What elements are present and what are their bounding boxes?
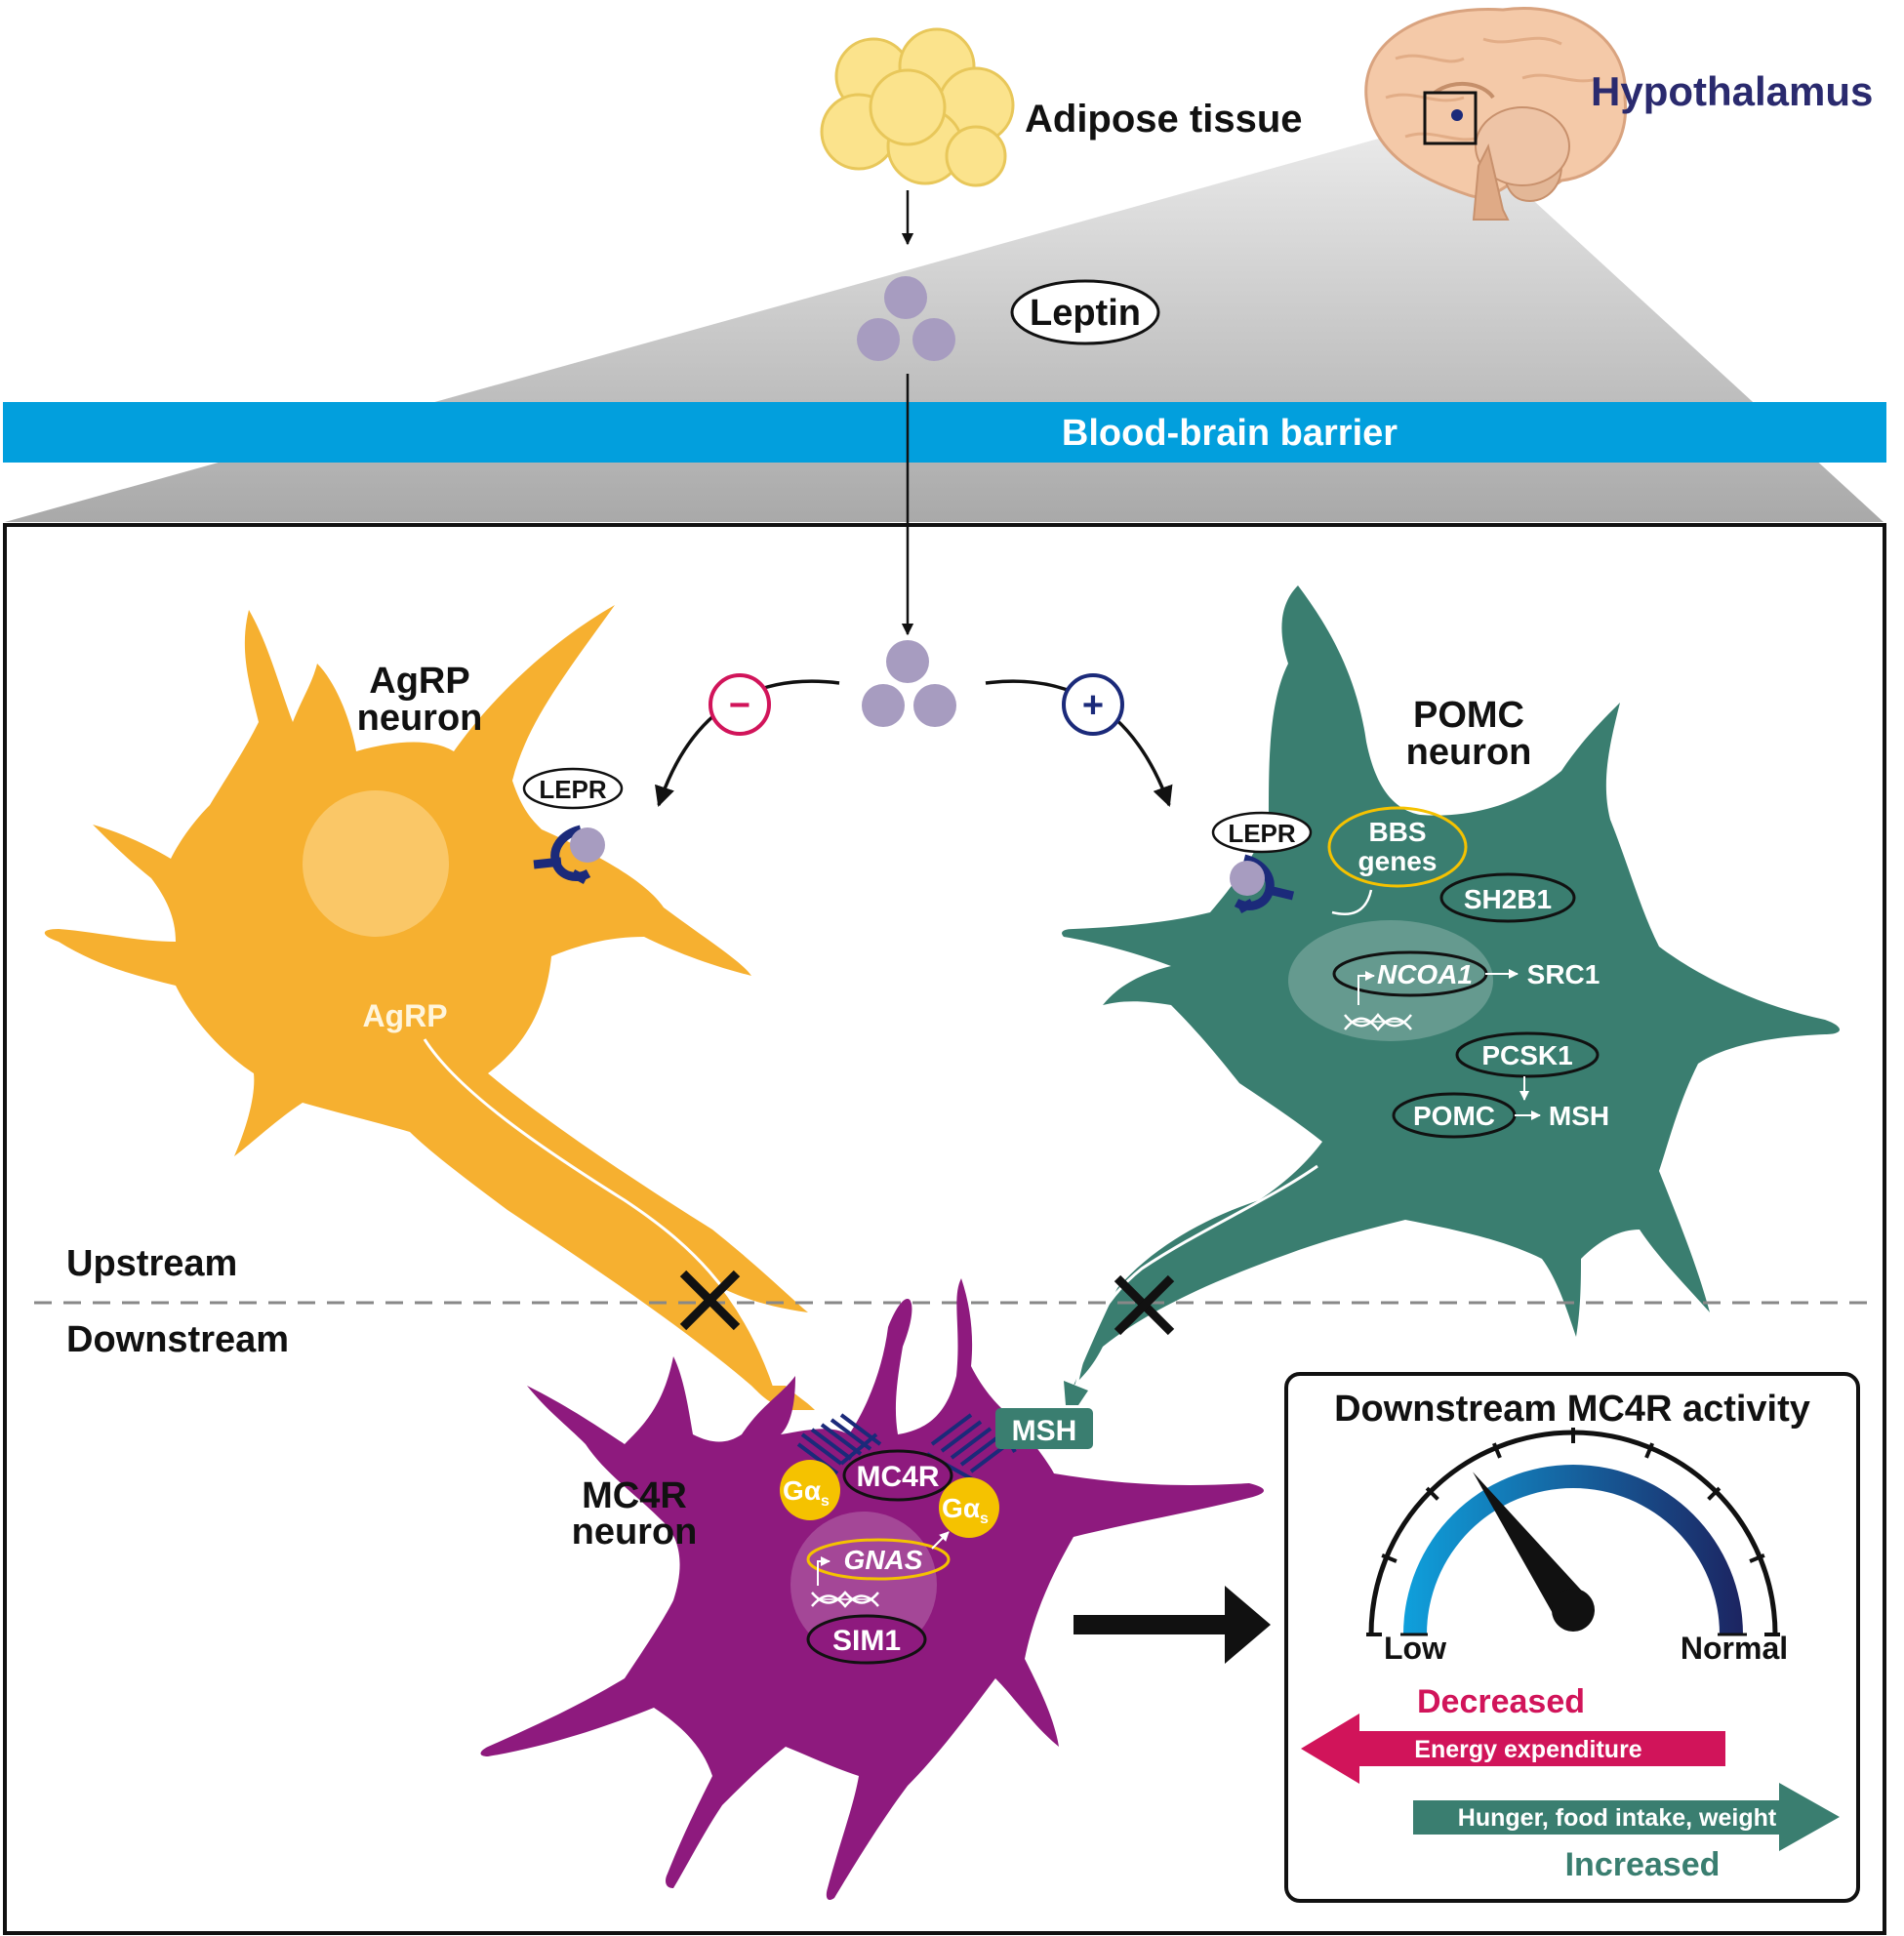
downstream-label: Downstream: [66, 1319, 289, 1360]
pomc-axon-terminal: [1064, 1381, 1088, 1405]
pomc-gene-label: POMC: [1413, 1101, 1495, 1131]
msh-tag-label: MSH: [1012, 1415, 1077, 1447]
pomc-neuron-title-line2: neuron: [1406, 732, 1532, 773]
agrp-product-label: AgRP: [362, 998, 447, 1033]
pomc-axon-highlight: [1074, 1164, 1318, 1392]
leptin-label: Leptin: [1030, 293, 1141, 334]
hunger-intake-weight-label: Hunger, food intake, weight: [1458, 1804, 1777, 1832]
gauge-ticks: [1366, 1428, 1780, 1636]
agrp-neuron-nucleus: [303, 790, 449, 937]
mc4r-neuron-title-line2: neuron: [572, 1512, 698, 1553]
pomc-neuron-nucleus: [1288, 920, 1493, 1041]
gauge-tick: [1425, 1486, 1439, 1501]
leptin-molecule-brain: [862, 640, 956, 727]
ncoa1-transcription-arrow: [1357, 971, 1375, 1005]
pomc-lepr-oval: [1211, 811, 1313, 854]
gnas-oval: [806, 1538, 951, 1581]
pomc-neuron-title-line1: POMC: [1413, 695, 1524, 736]
gauge-color-band: [1403, 1465, 1743, 1634]
decreased-label: Decreased: [1417, 1683, 1585, 1720]
gauge-tick: [1381, 1553, 1398, 1563]
gauge-needle-hub: [1552, 1589, 1595, 1632]
sh2b1-label: SH2B1: [1464, 884, 1552, 914]
gauge-low-label: Low: [1384, 1631, 1446, 1666]
mc4r-neuron-body: [480, 1278, 1264, 1900]
hunger-intake-weight-arrow: [1413, 1783, 1840, 1851]
msh-tag-box: [995, 1408, 1093, 1449]
inhibit-symbol: [709, 673, 771, 736]
upstream-label: Upstream: [66, 1243, 237, 1284]
mc4r-neuron-title-line1: MC4R: [582, 1475, 687, 1516]
adipose-tissue-label: Adipose tissue: [1025, 98, 1303, 141]
increased-label: Increased: [1565, 1846, 1721, 1883]
agrp-neuron-body: [44, 605, 808, 1405]
agrp-axon-highlight: [423, 1038, 778, 1392]
gauge-normal-label: Normal: [1681, 1631, 1788, 1666]
agrp-lepr-oval: [522, 767, 624, 810]
hypothalamus-selection-box: [1423, 91, 1478, 145]
bbs-curved-arrow: [1331, 889, 1373, 915]
gauge-tick: [1749, 1553, 1765, 1563]
gnas-label: GNAS: [844, 1545, 923, 1575]
mc4r-activity-panel-title: Downstream MC4R activity: [1334, 1389, 1810, 1430]
gnas-to-galpha-arrow: [931, 1531, 950, 1550]
energy-expenditure-arrow: [1301, 1714, 1725, 1784]
mc4r-dna-icon: [811, 1591, 879, 1608]
agrp-lepr-receptor-icon: [533, 825, 591, 884]
gauge-tick: [1707, 1486, 1722, 1501]
galpha-s-right-label: Gαs: [942, 1493, 989, 1527]
pcsk1-oval: [1455, 1031, 1600, 1078]
agrp-neuron-title-line1: AgRP: [369, 661, 469, 702]
pomc-lepr-leptin-bound: [1230, 861, 1265, 896]
stimulate-sign: +: [1082, 685, 1104, 726]
galpha-s-right-icon: [939, 1477, 999, 1538]
msh-label: MSH: [1549, 1101, 1609, 1131]
agrp-lepr-label: LEPR: [539, 775, 607, 804]
galpha-s-left-label: Gαs: [783, 1475, 830, 1510]
bbs-genes-label-line2: genes: [1358, 846, 1438, 876]
mc4r-receptor-oval: [842, 1449, 953, 1502]
pomc-dna-icon: [1344, 1013, 1412, 1031]
energy-expenditure-label: Energy expenditure: [1414, 1736, 1641, 1763]
ncoa1-label: NCOA1: [1377, 959, 1473, 989]
leptin-molecule-top: [857, 276, 955, 361]
brain-icon: [1364, 7, 1628, 221]
mc4r-activity-panel: [1284, 1372, 1860, 1903]
gauge-tick: [1644, 1442, 1654, 1459]
pomc-neuron-body: [1062, 585, 1840, 1386]
gauge-needle: [1473, 1472, 1590, 1622]
blood-brain-barrier-label: Blood-brain barrier: [1062, 413, 1398, 454]
leptin-label-oval: [1010, 279, 1160, 345]
hypothalamus-label: Hypothalamus: [1591, 68, 1873, 114]
pomc-lepr-label: LEPR: [1228, 819, 1296, 848]
sh2b1-oval: [1439, 872, 1576, 923]
agrp-lepr-leptin-bound: [570, 827, 605, 863]
agrp-neuron-title-line2: neuron: [357, 698, 483, 739]
adipose-tissue-icon: [820, 27, 1015, 187]
bbs-genes-label-line1: BBS: [1368, 817, 1426, 847]
gauge-tick: [1492, 1442, 1502, 1459]
mc4r-receptor-label: MC4R: [856, 1461, 939, 1493]
blood-brain-barrier-bar: [3, 402, 1886, 463]
stimulate-symbol: [1062, 673, 1124, 736]
inhibit-sign: −: [729, 685, 750, 726]
src1-label: SRC1: [1527, 959, 1600, 989]
agrp-block-x: [679, 1270, 741, 1331]
pomc-block-x: [1114, 1274, 1175, 1336]
pcsk1-label: PCSK1: [1481, 1040, 1572, 1070]
mc4r-to-panel-arrow: [1074, 1586, 1271, 1664]
sim1-oval: [806, 1614, 927, 1665]
galpha-s-left-icon: [780, 1460, 840, 1520]
activity-gauge: [1366, 1428, 1780, 1636]
bbs-genes-oval: [1327, 806, 1468, 888]
sim1-label: SIM1: [832, 1625, 901, 1657]
gnas-transcription-arrow: [817, 1556, 830, 1586]
